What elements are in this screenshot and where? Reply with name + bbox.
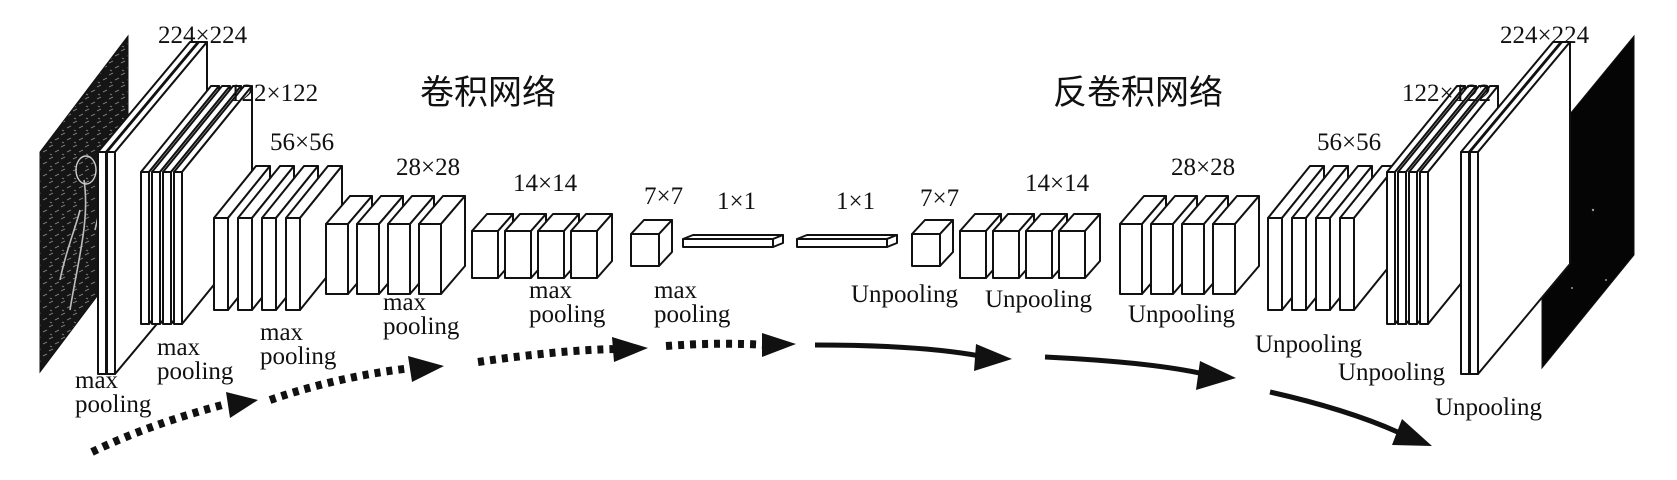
input-image	[39, 34, 129, 374]
arrowhead-icon	[762, 333, 796, 357]
feature-map-slab	[418, 195, 466, 295]
unpooling-label: Unpooling	[1128, 301, 1235, 328]
feature-map-slab	[1339, 165, 1397, 311]
decoder-flow-arrow	[814, 342, 981, 359]
encoder-size-label: 56×56	[270, 129, 334, 156]
decoder-flow-arrow	[1044, 354, 1205, 377]
unpooling-labels: Unpooling Unpooling Unpooling Unpooling …	[851, 281, 1542, 421]
encoder-size-label: 7×7	[644, 183, 683, 210]
layer-blocks	[97, 41, 1571, 375]
unpooling-label: Unpooling	[1435, 394, 1542, 421]
feature-map-slab	[570, 213, 613, 279]
arrowhead-icon	[226, 392, 258, 418]
encoder-flow-arrow	[268, 364, 413, 404]
decoder-size-label: 56×56	[1317, 129, 1381, 156]
decoder-size-label: 14×14	[1025, 170, 1090, 197]
arrowhead-icon	[1196, 361, 1236, 390]
feature-map-slab	[1058, 213, 1101, 279]
flow-arrows	[90, 333, 1432, 456]
encoder-size-label: 122×122	[229, 80, 318, 107]
arrowhead-icon	[612, 337, 648, 362]
encoder-size-label: 28×28	[396, 154, 460, 181]
feature-map-slab	[796, 234, 898, 248]
unpooling-label: Unpooling	[985, 286, 1092, 313]
decoder-size-label: 224×224	[1500, 22, 1590, 49]
encoder-size-label: 224×224	[158, 22, 248, 49]
encoder-flow-arrow	[477, 345, 617, 366]
feature-map-slab	[682, 234, 784, 248]
encoder-size-label: 14×14	[513, 170, 578, 197]
arrowhead-icon	[974, 344, 1012, 371]
encoder-title: 卷积网络	[420, 73, 556, 113]
encoder-size-label: 1×1	[717, 188, 756, 215]
decoder-size-labels: 1×1 7×7 14×14 28×28 56×56 122×122 224×22…	[836, 22, 1590, 215]
arrowhead-icon	[1392, 419, 1432, 446]
encoder-flow-arrow	[665, 339, 767, 350]
decoder-flow-arrow	[1269, 389, 1404, 437]
decoder-size-label: 7×7	[920, 185, 959, 212]
decoder-size-label: 122×122	[1402, 80, 1491, 107]
unpooling-label: Unpooling	[1338, 359, 1445, 386]
feature-map-slab	[630, 219, 673, 267]
encoder-size-labels: 224×224 122×122 56×56 28×28 14×14 7×7 1×…	[158, 22, 756, 215]
feature-map-slab	[325, 195, 373, 295]
encoder-flow-arrow	[90, 400, 228, 456]
decoder-size-label: 28×28	[1171, 154, 1235, 181]
decoder-size-label: 1×1	[836, 188, 875, 215]
feature-map-slab	[173, 85, 253, 325]
feature-map-slab	[1212, 195, 1260, 295]
unpooling-label: Unpooling	[851, 281, 958, 308]
feature-map-slab	[1469, 41, 1571, 375]
decoder-title: 反卷积网络	[1053, 73, 1223, 113]
feature-map-slab	[911, 219, 954, 267]
unpooling-label: Unpooling	[1255, 331, 1362, 358]
arrowhead-icon	[408, 356, 444, 382]
